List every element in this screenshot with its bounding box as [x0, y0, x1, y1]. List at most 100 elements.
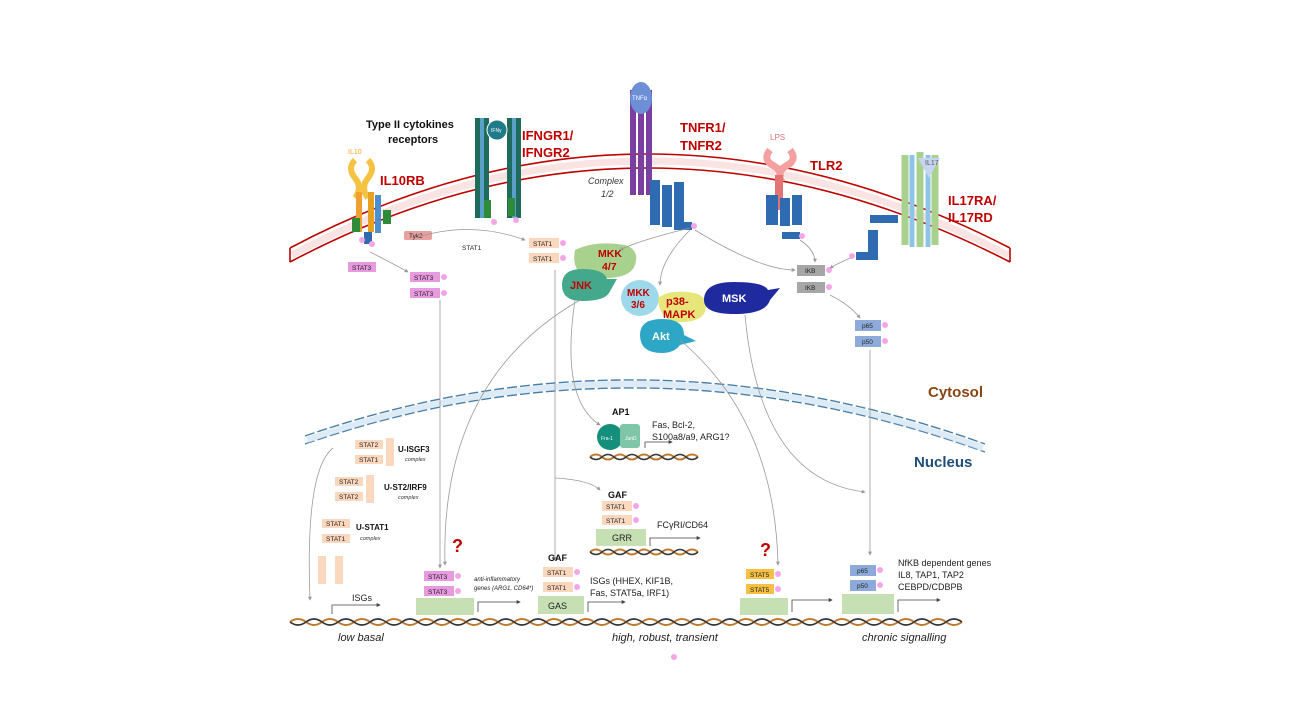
gaf-grr-stat1-top: [602, 501, 632, 511]
u-isgf3-label: U-ISGF3: [398, 445, 430, 454]
u-st2-stat2-bottom: [335, 492, 363, 501]
stat5-question: ?: [760, 540, 771, 560]
u-isgf3-complex: complex: [405, 457, 426, 463]
ifngr-label: IFNGR1/IFNGR2: [522, 128, 574, 160]
jund-label: JunD: [625, 436, 637, 442]
ikb-bottom-label: IKB: [805, 285, 815, 292]
u-isgf3-stat1: [355, 455, 383, 464]
tyk2-box: [404, 231, 432, 240]
ikb-top-label: IKB: [805, 268, 815, 275]
gas-promoter: [538, 596, 584, 614]
il17-label: IL17: [925, 160, 939, 167]
gaf-grr-stat1-top-label: STAT1: [606, 504, 626, 511]
u-st2-complex: complex: [398, 495, 419, 501]
gaf-grr-stat1-bottom: [602, 515, 632, 525]
p65-nuc-label: p65: [857, 568, 868, 575]
stat1-dimer-bottom: [529, 253, 559, 263]
akt-label: Akt: [652, 331, 670, 343]
tlr2-label: TLR2: [810, 158, 843, 173]
cytosol-arrows: [307, 227, 872, 601]
p38-shape: [658, 291, 707, 322]
nfkb-promoter: [842, 594, 894, 614]
stat3-dimer-top: [410, 272, 440, 282]
gaf-grr-stat1-bottom-label: STAT1: [606, 518, 626, 525]
stat1-free-label: STAT1: [462, 245, 482, 252]
u-stat1-top: [322, 519, 350, 528]
lps-label: LPS: [770, 133, 785, 142]
stat5-promoter: [740, 598, 788, 615]
stat3-nuc-bottom: [424, 586, 454, 596]
stat5-top-label: STAT5: [750, 572, 770, 579]
grr-genes-label: FCγRI/CD64: [657, 520, 708, 530]
akt-shape: [640, 319, 696, 353]
jund-shape: [620, 424, 640, 448]
p65-cytosol-label: p65: [862, 323, 873, 330]
u-stat1-bottom: [322, 534, 350, 543]
u-st2-stat2-top: [335, 477, 363, 486]
stat3-dimer-top-label: STAT3: [414, 275, 434, 282]
ifngr-receptor: IFNγ: [475, 118, 521, 225]
jnk-label: JNK: [570, 280, 592, 292]
u-isgf3-stat2: [355, 440, 383, 449]
p50-cytosol-label: p50: [862, 339, 873, 346]
p50-nuc: [850, 580, 876, 591]
phospho-legend-dot: [671, 654, 677, 660]
stat3-question: ?: [452, 536, 463, 556]
il17r-label: IL17RA/IL17RD: [948, 193, 997, 225]
jnk-shape: [562, 269, 617, 301]
irf1-right: [335, 556, 343, 584]
stat1-dimer-bottom-label: STAT1: [533, 256, 553, 263]
u-stat1-top-label: STAT1: [326, 521, 346, 528]
il17r-receptor: IL17: [849, 152, 940, 260]
gaf-gas-stat1-bottom-label: STAT1: [547, 585, 567, 592]
grr-promoter: [596, 529, 646, 546]
tnfr-receptor: TNFα: [630, 82, 697, 230]
p50-cytosol: [855, 336, 881, 347]
gas-genes-label: ISGs (HHEX, KIF1B,Fas, STAT5a, IRF1): [590, 576, 673, 598]
mkk36-shape: [621, 280, 659, 316]
nuclear-envelope: [304, 379, 986, 453]
gaf-gas-stat1-bottom: [543, 582, 573, 592]
stat5-bottom: [746, 584, 774, 594]
u-st2-stat2-bottom-label: STAT2: [339, 494, 359, 501]
u-stat1-complex: complex: [360, 536, 381, 542]
ikb-top: [797, 265, 825, 276]
u-st2-irf9: [366, 475, 374, 503]
stat3-promoter: [416, 598, 474, 615]
tnfr-label: TNFR1/TNFR2: [680, 120, 726, 153]
stat1-dimer-top-label: STAT1: [533, 241, 553, 248]
u-st2-stat2-top-label: STAT2: [339, 479, 359, 486]
u-isgf3-stat2-label: STAT2: [359, 442, 379, 449]
tyk2-label: Tyk2: [409, 233, 423, 240]
u-isgf3-irf9: [386, 438, 394, 466]
gaf-gas-stat1-top-label: STAT1: [547, 570, 567, 577]
stat3-nuc-top: [424, 571, 454, 581]
irf1-left: [318, 556, 326, 584]
msk-shape: [704, 282, 780, 314]
isgs-label: ISGs: [352, 593, 373, 603]
gas-label: GAS: [548, 601, 567, 611]
stat3-dimer-bottom-label: STAT3: [414, 291, 434, 298]
cytosol-label: Cytosol: [928, 384, 983, 401]
u-st2-label: U-ST2/IRF9: [384, 483, 427, 492]
p38-label: p38-MAPK: [663, 296, 695, 321]
ap1-label: AP1: [612, 407, 630, 417]
p65-nuc: [850, 565, 876, 576]
p50-nuc-label: p50: [857, 583, 868, 590]
stat3-dimer-bottom: [410, 288, 440, 298]
stat3-nuc-bottom-label: STAT3: [428, 589, 448, 596]
gaf-gas-label: GAF: [548, 553, 568, 563]
grr-label: GRR: [612, 533, 633, 543]
stat3-free: [348, 262, 376, 272]
fra1-label: Fra-1: [601, 436, 613, 442]
il10rb-label: IL10RB: [380, 173, 425, 188]
low-basal-label: low basal: [338, 632, 384, 644]
gaf-grr-label: GAF: [608, 490, 628, 500]
p65-cytosol: [855, 320, 881, 331]
stat3-free-label: STAT3: [352, 265, 372, 272]
